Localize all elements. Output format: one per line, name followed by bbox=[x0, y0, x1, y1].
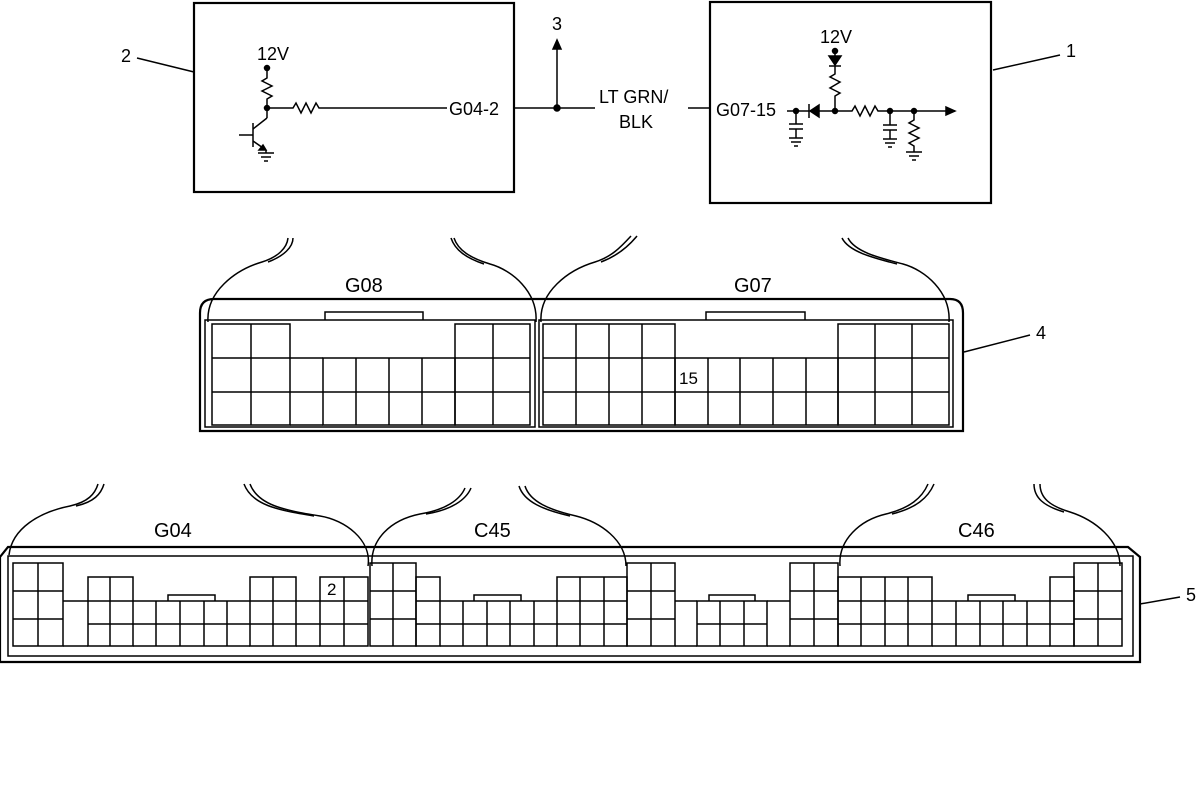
g07-label: G07 bbox=[734, 275, 772, 297]
callout-1: 1 bbox=[1066, 41, 1076, 61]
g04-pin-grid bbox=[12, 562, 369, 647]
c45-pin-grid bbox=[369, 562, 628, 647]
callouts: 1 2 3 4 5 bbox=[121, 14, 1196, 605]
callout-5: 5 bbox=[1186, 585, 1196, 605]
g07-pin-15-label: 15 bbox=[679, 369, 698, 388]
up-arrow-icon bbox=[551, 38, 563, 50]
g04-pin-2-label: 2 bbox=[327, 580, 336, 599]
upper-connector: 15 G08 G07 bbox=[198, 235, 965, 433]
right-terminal-label: G07-15 bbox=[716, 100, 776, 120]
lower-connector: 2 bbox=[0, 483, 1142, 664]
left-supply-label: 12V bbox=[257, 44, 289, 64]
left-terminal-label: G04-2 bbox=[449, 99, 499, 119]
upper-connector-housing bbox=[198, 297, 965, 433]
g04-bracket bbox=[8, 483, 370, 567]
callout-2: 2 bbox=[121, 46, 131, 66]
g07-pin-grid bbox=[542, 323, 950, 426]
input-capacitor bbox=[789, 111, 803, 147]
wire-color-line2: BLK bbox=[619, 112, 653, 132]
right-pullup-resistor bbox=[828, 66, 842, 111]
callout-3: 3 bbox=[552, 14, 562, 34]
right-series-resistor bbox=[835, 104, 943, 118]
wire-color-line1: LT GRN/ bbox=[599, 87, 668, 107]
left-pullup-resistor bbox=[260, 68, 274, 108]
g08-bracket bbox=[207, 237, 537, 323]
g08-block bbox=[204, 319, 536, 428]
supply-diode-icon bbox=[827, 55, 843, 67]
pulldown-resistor bbox=[906, 111, 922, 161]
npn-transistor bbox=[239, 108, 268, 153]
right-arrow-icon bbox=[945, 105, 957, 117]
right-supply-label: 12V bbox=[820, 27, 852, 47]
clamp-diode-icon bbox=[808, 103, 820, 119]
g04-label: G04 bbox=[154, 520, 192, 542]
g08-label: G08 bbox=[345, 275, 383, 297]
middle-pin-grid bbox=[626, 562, 839, 647]
right-module: G07-15 12V bbox=[708, 0, 993, 205]
c46-label: C46 bbox=[958, 520, 995, 542]
signal-wire: LT GRN/ BLK bbox=[514, 38, 710, 132]
g07-block bbox=[538, 319, 954, 428]
g08-pin-grid bbox=[211, 323, 531, 426]
lower-inner-frame bbox=[7, 555, 1134, 657]
callout-4: 4 bbox=[1036, 323, 1046, 343]
left-module: 12V G04-2 bbox=[192, 1, 516, 194]
g07-bracket bbox=[540, 235, 950, 323]
c45-label: C45 bbox=[474, 520, 511, 542]
c46-bracket bbox=[839, 483, 1121, 567]
left-ground-icon bbox=[258, 152, 274, 162]
c46-pin-grid bbox=[837, 562, 1123, 647]
filter-capacitor bbox=[883, 111, 897, 148]
left-series-resistor bbox=[267, 101, 447, 115]
right-module-box bbox=[708, 0, 993, 205]
left-module-box bbox=[192, 1, 516, 194]
c45-bracket bbox=[371, 485, 627, 567]
lower-connector-housing bbox=[0, 545, 1142, 664]
